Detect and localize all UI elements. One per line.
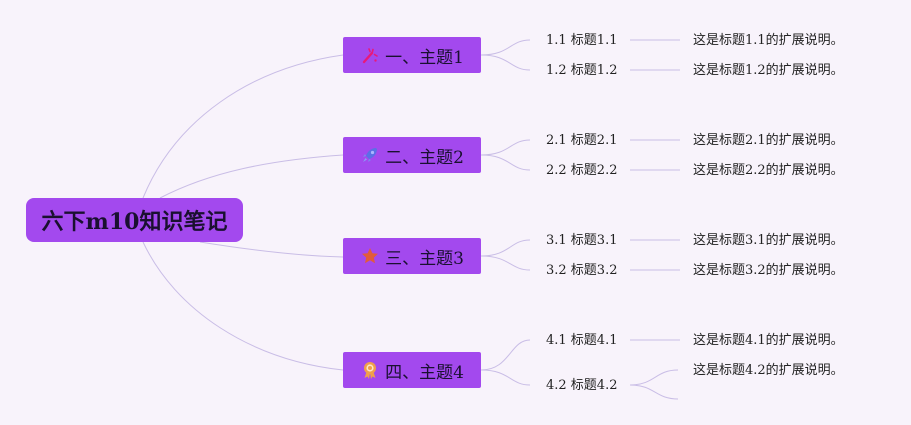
subtopic-4-1[interactable]: 4.1 标题4.1 (546, 333, 618, 348)
link-topic4-sub1 (480, 339, 531, 371)
link-topic3-sub1 (480, 239, 531, 257)
topic-node-1[interactable]: 一、主题1 (343, 37, 481, 73)
note-3-1[interactable]: 这是标题3.1的扩展说明。 (693, 233, 844, 248)
magic-wand-icon (360, 45, 380, 65)
topic-node-2[interactable]: 二、主题2 (343, 137, 481, 173)
award-ribbon-icon (360, 360, 380, 380)
topic-node-3[interactable]: 三、主题3 (343, 238, 481, 274)
note-3-2[interactable]: 这是标题3.2的扩展说明。 (693, 263, 844, 278)
link-root-topic3 (199, 241, 344, 258)
subtopic-4-2[interactable]: 4.2 标题4.2 (546, 378, 618, 393)
subtopic-3-2[interactable]: 3.2 标题3.2 (546, 263, 618, 278)
subtopic-2-2[interactable]: 2.2 标题2.2 (546, 163, 618, 178)
note-2-2[interactable]: 这是标题2.2的扩展说明。 (693, 163, 844, 178)
note-1-1[interactable]: 这是标题1.1的扩展说明。 (693, 33, 844, 48)
note-4-2[interactable]: 这是标题4.2的扩展说明。 (693, 363, 844, 378)
star-icon (360, 246, 380, 266)
link-topic4-sub2 (480, 369, 531, 386)
link-root-topic1 (142, 54, 344, 199)
link-topic2-sub1 (480, 139, 531, 156)
topic-label-2: 二、主题2 (385, 147, 464, 168)
note-4-1[interactable]: 这是标题4.1的扩展说明。 (693, 333, 844, 348)
topic-node-4[interactable]: 四、主题4 (343, 352, 481, 388)
link-root-topic2 (159, 154, 344, 199)
link-sub42-note-a (629, 369, 679, 386)
subtopic-3-1[interactable]: 3.1 标题3.1 (546, 233, 618, 248)
topic-label-3: 三、主题3 (385, 248, 464, 269)
link-topic1-sub1 (480, 39, 531, 56)
note-2-1[interactable]: 这是标题2.1的扩展说明。 (693, 133, 844, 148)
link-topic2-sub2 (480, 154, 531, 171)
topic-label-1: 一、主题1 (385, 47, 464, 68)
link-topic1-sub2 (480, 54, 531, 71)
subtopic-2-1[interactable]: 2.1 标题2.1 (546, 133, 618, 148)
subtopic-1-2[interactable]: 1.2 标题1.2 (546, 63, 618, 78)
link-topic3-sub2 (480, 255, 531, 271)
note-1-2[interactable]: 这是标题1.2的扩展说明。 (693, 63, 844, 78)
link-root-topic4 (142, 241, 344, 371)
link-sub42-note-b (629, 384, 679, 400)
rocket-icon (360, 145, 380, 165)
topic-label-4: 四、主题4 (385, 362, 464, 383)
subtopic-1-1[interactable]: 1.1 标题1.1 (546, 33, 618, 48)
root-label: 六下m10知识笔记 (41, 209, 228, 235)
root-node[interactable]: 六下m10知识笔记 (26, 198, 243, 242)
